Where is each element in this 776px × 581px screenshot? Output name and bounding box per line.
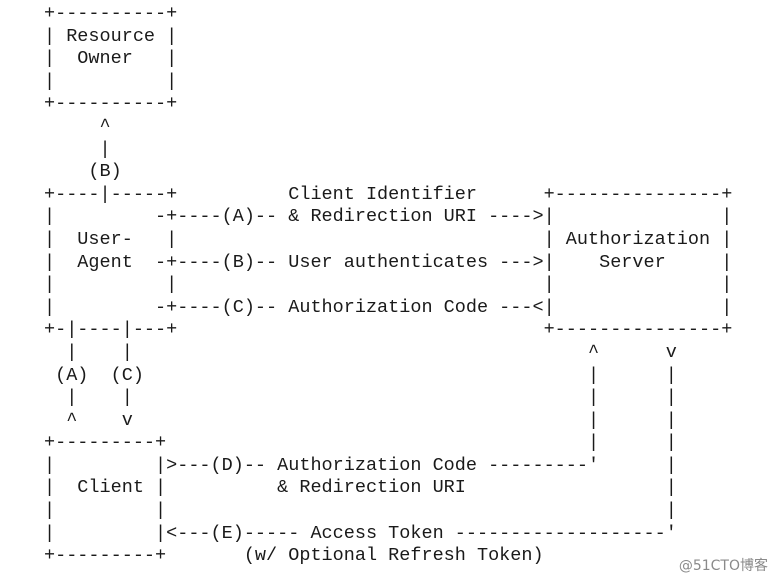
diagram-line: | [44,138,111,160]
diagram-line: | | ^ v [44,341,677,363]
diagram-line: +----|-----+ Client Identifier +--------… [44,183,733,205]
diagram-line: +---------+ (w/ Optional Refresh Token) [44,545,544,567]
diagram-line: ^ v | | [44,409,677,431]
diagram-line: | Agent -+----(B)-- User authenticates -… [44,251,733,273]
diagram-line: | | [44,70,178,92]
diagram-line: +-|----|---+ +---------------+ [44,319,733,341]
diagram-line: +----------+ [44,93,178,115]
diagram-line: | User- | | Authorization | [44,228,733,250]
diagram-line: +---------+ | | [44,432,677,454]
diagram-line: | -+----(C)-- Authorization Code ---<| | [44,296,733,318]
diagram-line: (A) (C) | | [44,364,677,386]
diagram-line: ^ [44,115,111,137]
site-watermark: @51CTO博客 [678,558,768,574]
diagram-line: | |>---(D)-- Authorization Code --------… [44,454,677,476]
diagram-line: | Client | & Redirection URI | [44,477,677,499]
diagram-line: | Owner | [44,48,178,70]
diagram-line: | -+----(A)-- & Redirection URI ---->| | [44,206,733,228]
oauth-authorization-code-flow-diagram: +----------+ | Resource | | Owner | | | … [44,3,732,568]
diagram-line: | | | | [44,274,733,296]
diagram-line: | | | [44,500,677,522]
diagram-line: | | | | [44,387,677,409]
diagram-line: | |<---(E)----- Access Token -----------… [44,522,677,544]
diagram-line: +----------+ [44,3,178,24]
diagram-line: | Resource | [44,25,178,47]
diagram-line: (B) [44,161,122,183]
